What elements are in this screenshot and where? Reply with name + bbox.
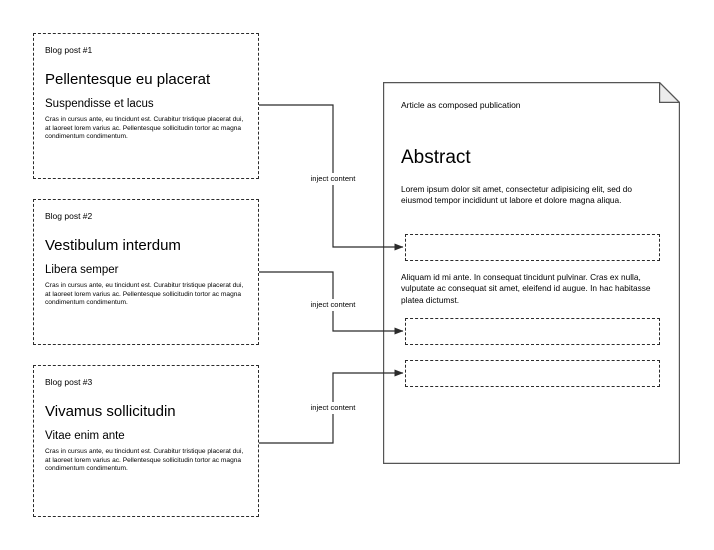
blog-post-tag: Blog post #1: [45, 45, 93, 55]
connector-label-1: inject content: [307, 173, 359, 185]
document-kicker: Article as composed publication: [401, 100, 521, 110]
blog-post-title: Pellentesque eu placerat: [45, 71, 211, 88]
connector-label-2: inject content: [307, 299, 359, 311]
article-document-panel[interactable]: Article as composed publication Abstract…: [383, 82, 680, 464]
blog-post-body: Cras in cursus ante, eu tincidunt est. C…: [45, 282, 244, 307]
blog-post-card-1[interactable]: Blog post #1 Pellentesque eu placerat Su…: [33, 33, 259, 179]
injection-slot-1[interactable]: [405, 234, 660, 261]
page-fold-corner-icon: [659, 82, 680, 103]
document-paragraph-1: Lorem ipsum dolor sit amet, consectetur …: [401, 184, 633, 206]
blog-post-subtitle: Suspendisse et lacus: [45, 98, 154, 110]
blog-post-title: Vestibulum interdum: [45, 237, 181, 254]
blog-post-body: Cras in cursus ante, eu tincidunt est. C…: [45, 116, 244, 141]
blog-post-card-2[interactable]: Blog post #2 Vestibulum interdum Libera …: [33, 199, 259, 345]
blog-post-subtitle: Vitae enim ante: [45, 430, 125, 442]
blog-post-tag: Blog post #2: [45, 211, 93, 221]
document-heading: Abstract: [401, 147, 471, 168]
document-paragraph-2: Aliquam id mi ante. In consequat tincidu…: [401, 272, 651, 305]
blog-post-title: Vivamus sollicitudin: [45, 403, 176, 420]
connector-label-3: inject content: [307, 402, 359, 414]
blog-post-body: Cras in cursus ante, eu tincidunt est. C…: [45, 448, 244, 473]
injection-slot-2[interactable]: [405, 318, 660, 345]
blog-post-tag: Blog post #3: [45, 377, 93, 387]
blog-post-card-3[interactable]: Blog post #3 Vivamus sollicitudin Vitae …: [33, 365, 259, 517]
injection-slot-3[interactable]: [405, 360, 660, 387]
blog-post-subtitle: Libera semper: [45, 264, 119, 276]
